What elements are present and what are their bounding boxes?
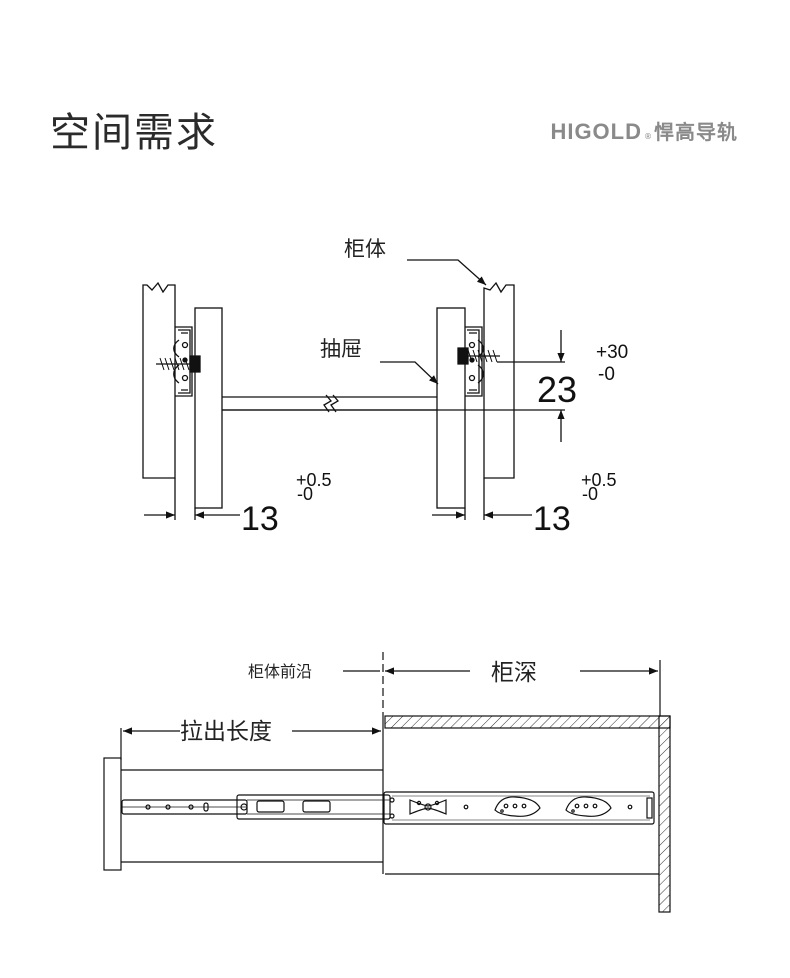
height-tolerance-plus: +30	[596, 342, 628, 363]
extension-length-label: 拉出长度	[180, 719, 272, 745]
drawer-label: 抽屉	[320, 337, 362, 361]
cabinet-back-panel	[658, 715, 671, 913]
slide-outer-member	[383, 791, 655, 825]
right-gap-tolerance-minus: -0	[582, 484, 598, 504]
right-cabinet-wall	[483, 281, 515, 479]
left-gap-dimension	[144, 478, 240, 520]
right-gap-dimension	[432, 478, 532, 520]
left-gap-tolerance-minus: -0	[297, 484, 313, 504]
right-drawer-side	[436, 307, 466, 509]
brand-logo: HIGOLD ® 悍高导轨	[550, 116, 738, 145]
left-gap-value: 13	[241, 500, 279, 538]
left-gap-tolerance-plus: +0.5	[296, 470, 332, 490]
height-dimension-value: 23	[537, 369, 577, 410]
brand-chinese-name: 悍高导轨	[654, 120, 738, 144]
depth-label: 柜深	[491, 660, 537, 686]
cabinet-label: 柜体	[344, 237, 386, 261]
front-edge-label: 柜体前沿	[248, 662, 312, 681]
left-cabinet-wall	[142, 281, 176, 479]
drawer-leader-line	[380, 361, 439, 385]
left-drawer-side	[194, 307, 223, 509]
page-title: 空间需求	[50, 110, 218, 156]
cabinet-top-panel	[384, 715, 671, 729]
brand-name: HIGOLD	[550, 119, 642, 144]
height-dimension	[222, 330, 565, 442]
height-tolerance-minus: -0	[598, 364, 615, 385]
cabinet-leader-line	[407, 259, 487, 286]
drawer-front-panel	[103, 757, 122, 871]
slide-middle-member	[236, 794, 391, 820]
left-screw	[156, 355, 201, 373]
brand-registered-mark: ®	[644, 132, 652, 141]
right-gap-tolerance-plus: +0.5	[581, 470, 617, 490]
cross-section-view	[142, 259, 565, 520]
right-gap-value: 13	[533, 500, 571, 538]
right-screw	[457, 347, 500, 365]
side-view	[103, 652, 671, 913]
slide-inner-member	[121, 799, 248, 815]
